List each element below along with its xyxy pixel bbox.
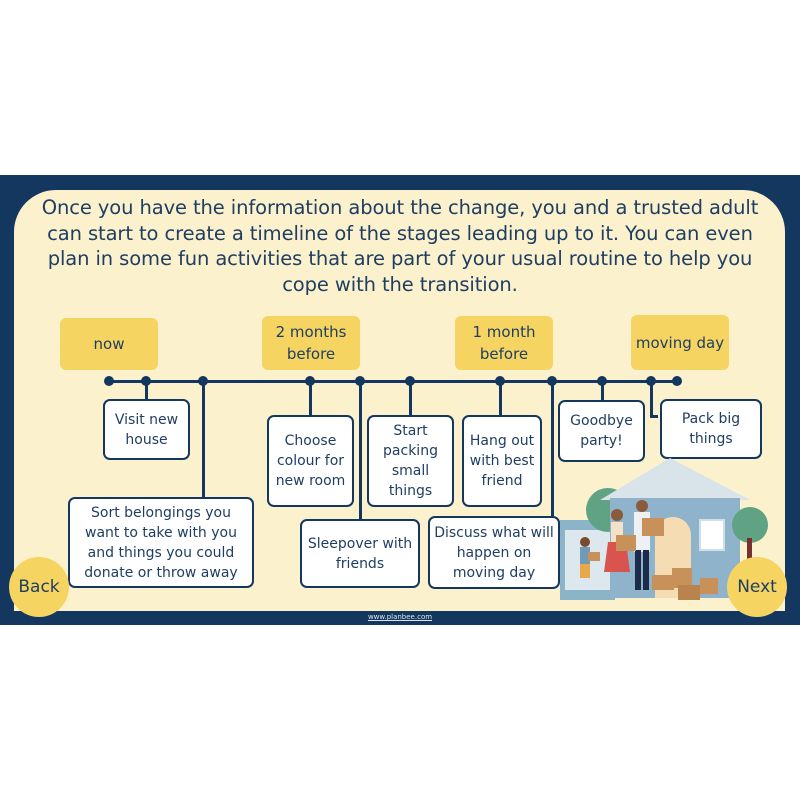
activity-sort-belongings: Sort belongings you want to take with yo…	[68, 497, 254, 588]
activity-start-packing: Start packing small things	[367, 415, 454, 507]
timeline-connector	[409, 381, 412, 417]
footer-link[interactable]: www.planbee.com	[367, 613, 433, 621]
timeline-connector	[499, 381, 502, 417]
timeline-connector	[359, 381, 362, 519]
stage-1-month-before: 1 month before	[455, 316, 553, 370]
back-button[interactable]: Back	[9, 557, 69, 617]
timeline-connector	[551, 381, 554, 516]
timeline-connector	[309, 381, 312, 417]
timeline-connector	[145, 381, 148, 401]
activity-sleepover: Sleepover with friends	[300, 519, 420, 588]
family-moving-illustration	[560, 458, 768, 600]
stage-moving-day: moving day	[631, 315, 729, 370]
activity-goodbye-party: Goodbye party!	[558, 400, 645, 462]
next-button[interactable]: Next	[727, 557, 787, 617]
activity-discuss-moving-day: Discuss what will happen on moving day	[428, 516, 560, 589]
timeline-connector	[202, 381, 205, 499]
timeline-connector	[650, 381, 653, 417]
activity-visit-new-house: Visit new house	[103, 399, 190, 460]
activity-pack-big-things: Pack big things	[660, 399, 762, 459]
timeline-connector	[650, 415, 658, 418]
timeline-connector	[601, 381, 604, 401]
stage-now: now	[60, 318, 158, 370]
intro-text: Once you have the information about the …	[41, 196, 759, 296]
timeline-line	[109, 380, 677, 383]
timeline-dot	[672, 376, 682, 386]
timeline-dot	[104, 376, 114, 386]
activity-hang-out: Hang out with best friend	[462, 415, 542, 507]
stage-2-months-before: 2 months before	[262, 316, 360, 370]
activity-choose-colour: Choose colour for new room	[267, 415, 354, 507]
